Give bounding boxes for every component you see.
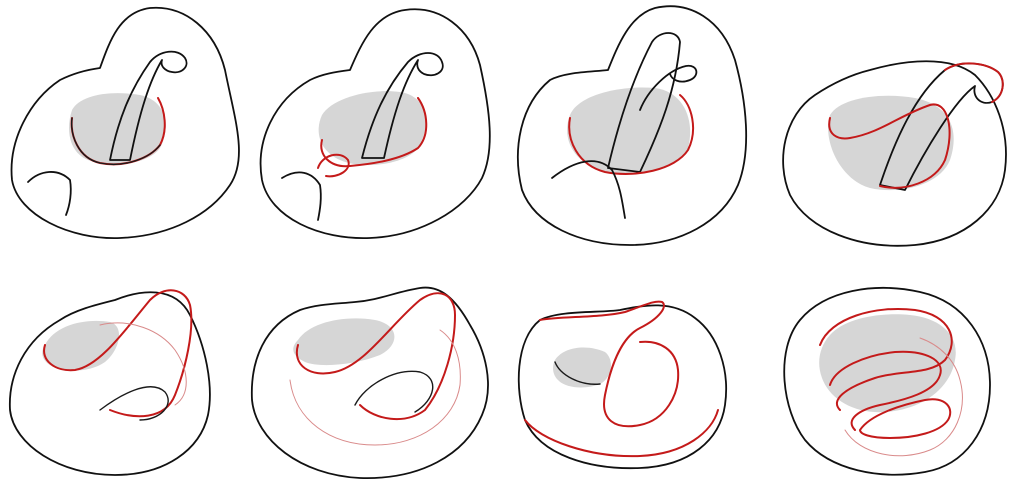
panel-8-inner-loop: [859, 398, 952, 439]
panel-2-hole: [318, 91, 426, 166]
panel-8: [783, 287, 991, 476]
panel-3: [517, 5, 748, 246]
panel-8-hidden: [844, 337, 963, 457]
panel-3-hole: [567, 87, 691, 174]
panel-6-loop: [354, 370, 434, 413]
panel-1-body: [10, 6, 240, 239]
panel-1-curve-ink: [71, 117, 161, 165]
panel-1: [10, 6, 240, 239]
panel-5-body: [9, 291, 211, 476]
panel-4-cap: [944, 62, 1004, 103]
panel-3-handle: [607, 32, 681, 173]
panel-7-body: [517, 304, 727, 470]
panel-6-hole: [293, 318, 395, 366]
panel-8-middle-loop: [829, 350, 942, 431]
panel-4-body: [782, 60, 1007, 247]
panel-7-curve: [539, 300, 680, 428]
panel-4-hole: [828, 95, 954, 191]
panel-5-curve: [43, 289, 193, 418]
panel-7: [517, 300, 727, 470]
panel-8-body: [783, 287, 991, 476]
panel-4-curve: [828, 103, 951, 189]
panel-7-inner: [554, 361, 601, 385]
panel-5-loop: [99, 386, 169, 421]
panel-1-fold: [27, 171, 72, 216]
panel-5-hidden: [99, 322, 187, 406]
panel-5-hole: [42, 320, 120, 371]
panel-2-body: [259, 8, 491, 239]
panel-2-fold: [281, 171, 322, 221]
panel-7-rim: [524, 409, 719, 458]
panel-2-curve: [320, 97, 428, 168]
panel-4: [782, 60, 1007, 247]
panel-3-body: [517, 5, 748, 246]
panel-3-inner-handle: [639, 64, 698, 111]
panel-3-fold: [551, 160, 626, 219]
panel-2: [259, 8, 491, 239]
panel-8-outer-loop: [819, 308, 953, 411]
panel-6-hidden: [289, 329, 461, 446]
panel-6-body: [250, 286, 489, 479]
panel-7-hole: [553, 347, 612, 388]
panel-1-handle: [109, 50, 188, 161]
panel-3-curve: [568, 94, 695, 175]
panel-5: [9, 289, 211, 476]
panel-2-handle: [361, 52, 444, 159]
panel-6-curve: [295, 292, 456, 421]
panel-2-lobe: [317, 153, 350, 178]
panel-6: [250, 286, 489, 479]
